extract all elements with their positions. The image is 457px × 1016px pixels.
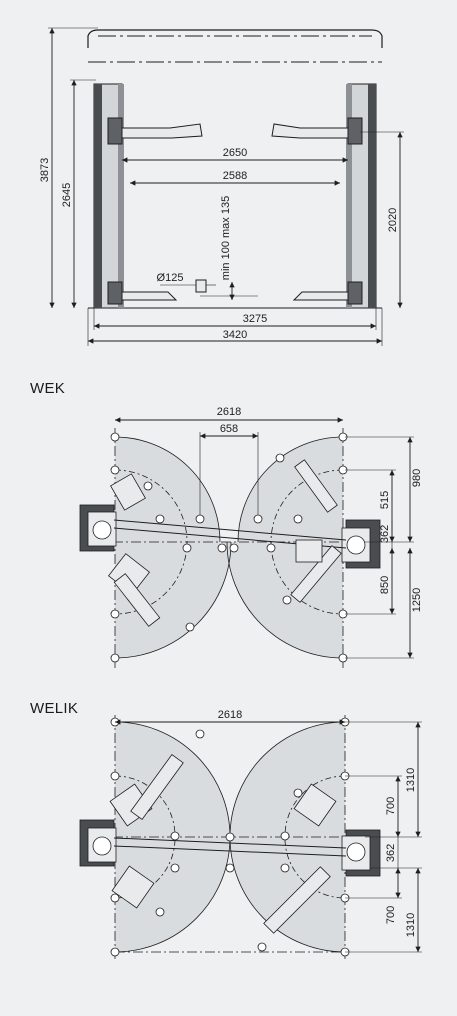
dim-pad-height: min 100 max 135 [220,196,232,280]
dim-total-height: 3873 [39,158,51,182]
wek-dimensions [115,417,414,659]
front-view [87,29,383,309]
welik-dim-700-bottom: 700 [385,906,397,924]
wek-dim-362: 362 [379,525,391,543]
wek-dim-980: 980 [411,469,423,487]
wek-plan [79,428,381,668]
welik-dim-700-top: 700 [385,797,397,815]
dim-base-width: 3275 [243,313,267,325]
welik-plan [79,715,381,962]
dim-inner-width-1: 2650 [223,147,247,159]
front-dimensions [48,27,404,346]
wek-title: WEK [30,380,66,397]
top-beam [87,29,383,48]
wek-dim-gap: 658 [220,423,238,435]
welik-dimensions [115,719,422,953]
right-upper-arm [271,123,355,139]
welik-dim-1310-bottom: 1310 [405,913,417,937]
welik-dim-1310-top: 1310 [405,768,417,792]
right-lower-arm [292,291,355,301]
welik-dim-width: 2618 [218,709,242,721]
left-upper-arm [115,123,203,139]
wek-dim-width: 2618 [217,406,241,418]
dim-overall-width: 3420 [223,329,247,341]
dim-lift-height: 2020 [387,208,399,232]
wek-dim-1250: 1250 [411,588,423,612]
dim-pad-diameter: Ø125 [157,272,184,284]
dim-column-height: 2645 [61,183,73,207]
dim-inner-width-2: 2588 [223,170,247,182]
left-lower-arm [115,291,178,301]
wek-dim-850: 850 [379,576,391,594]
welik-title: WELIK [30,700,79,717]
welik-dim-362: 362 [385,844,397,862]
wek-dim-515: 515 [379,491,391,509]
